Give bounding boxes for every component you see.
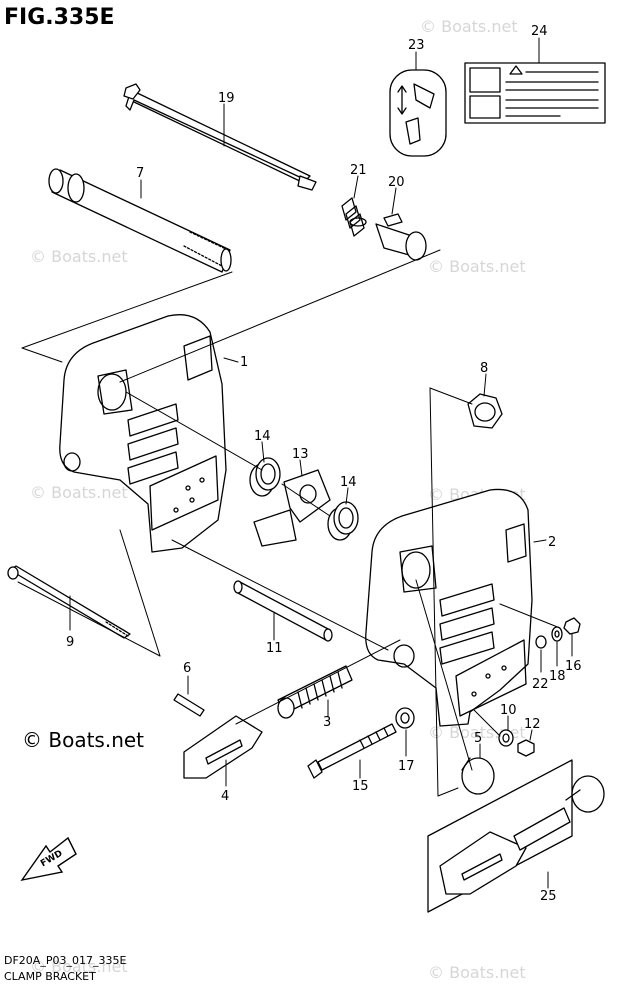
- part-13-plate: [253, 469, 331, 547]
- fwd-arrow-icon: FWD: [20, 836, 77, 882]
- part-8-nut: [467, 393, 503, 429]
- callout-21: 21: [350, 163, 367, 178]
- callout-11: 11: [266, 641, 283, 656]
- callout-5: 5: [474, 731, 482, 746]
- part-21-spring: [341, 197, 367, 237]
- part-19-rod: [123, 83, 317, 191]
- callout-14a: 14: [254, 429, 271, 444]
- callout-16: 16: [565, 659, 582, 674]
- figure-caption: CLAMP BRACKET: [4, 970, 96, 983]
- part-15-bolt: [307, 723, 397, 779]
- part-14-bushing-a: [249, 457, 281, 497]
- part-23-decal: [389, 69, 447, 157]
- part-7-tube: [48, 168, 232, 273]
- callout-6: 6: [183, 661, 191, 676]
- callout-7: 7: [136, 166, 144, 181]
- part-18-washer: [551, 626, 563, 642]
- callout-15: 15: [352, 779, 369, 794]
- part-10-washer: [498, 729, 514, 747]
- callout-4: 4: [221, 789, 229, 804]
- callout-3: 3: [323, 715, 331, 730]
- callout-20: 20: [388, 175, 405, 190]
- callout-8: 8: [480, 361, 488, 376]
- callout-2: 2: [548, 535, 556, 550]
- part-17-washer: [395, 707, 415, 729]
- callout-9: 9: [66, 635, 74, 650]
- part-24-label: [464, 62, 606, 124]
- callouts: 19 7 23 24 21 20 1 8 14 13 14 2 9 11 6 3…: [66, 24, 582, 904]
- part-11-shaft: [233, 580, 333, 642]
- callout-22: 22: [532, 677, 549, 692]
- part-22-washer: [535, 635, 547, 649]
- part-6-pin: [173, 693, 205, 717]
- watermark: © Boats.net: [30, 247, 128, 266]
- callout-1: 1: [240, 355, 248, 370]
- callout-14b: 14: [340, 475, 357, 490]
- watermark: © Boats.net: [420, 17, 518, 36]
- reference-lines: [17, 249, 561, 797]
- callout-23: 23: [408, 38, 425, 53]
- part-20-knob: [375, 213, 427, 261]
- part-3-threaded-rod: [277, 665, 353, 719]
- callout-18: 18: [549, 669, 566, 684]
- watermark: © Boats.net: [428, 963, 526, 982]
- part-4-clamp-pad: [183, 715, 263, 779]
- part-5-pad: [461, 757, 495, 795]
- watermark: © Boats.net: [428, 257, 526, 276]
- callout-19: 19: [218, 91, 235, 106]
- part-14-bushing-b: [327, 501, 359, 541]
- part-12-nut: [517, 739, 535, 757]
- callout-24: 24: [531, 24, 548, 39]
- callout-13: 13: [292, 447, 309, 462]
- callout-25: 25: [540, 889, 557, 904]
- part-1-clamp-bracket-left: [59, 314, 227, 553]
- callout-10: 10: [500, 703, 517, 718]
- watermark: © Boats.net: [30, 483, 128, 502]
- part-2-clamp-bracket-right: [365, 488, 533, 727]
- callout-12: 12: [524, 717, 541, 732]
- watermark-main: © Boats.net: [22, 728, 144, 752]
- leader-lines: [69, 37, 573, 889]
- figure-title: FIG.335E: [4, 5, 115, 30]
- callout-17: 17: [398, 759, 415, 774]
- figure-code: DF20A_P03_017_335E: [4, 954, 126, 967]
- part-25-assembly-box: [427, 759, 605, 913]
- part-16-nut: [563, 617, 581, 635]
- watermark: © Boats.net: [30, 957, 128, 976]
